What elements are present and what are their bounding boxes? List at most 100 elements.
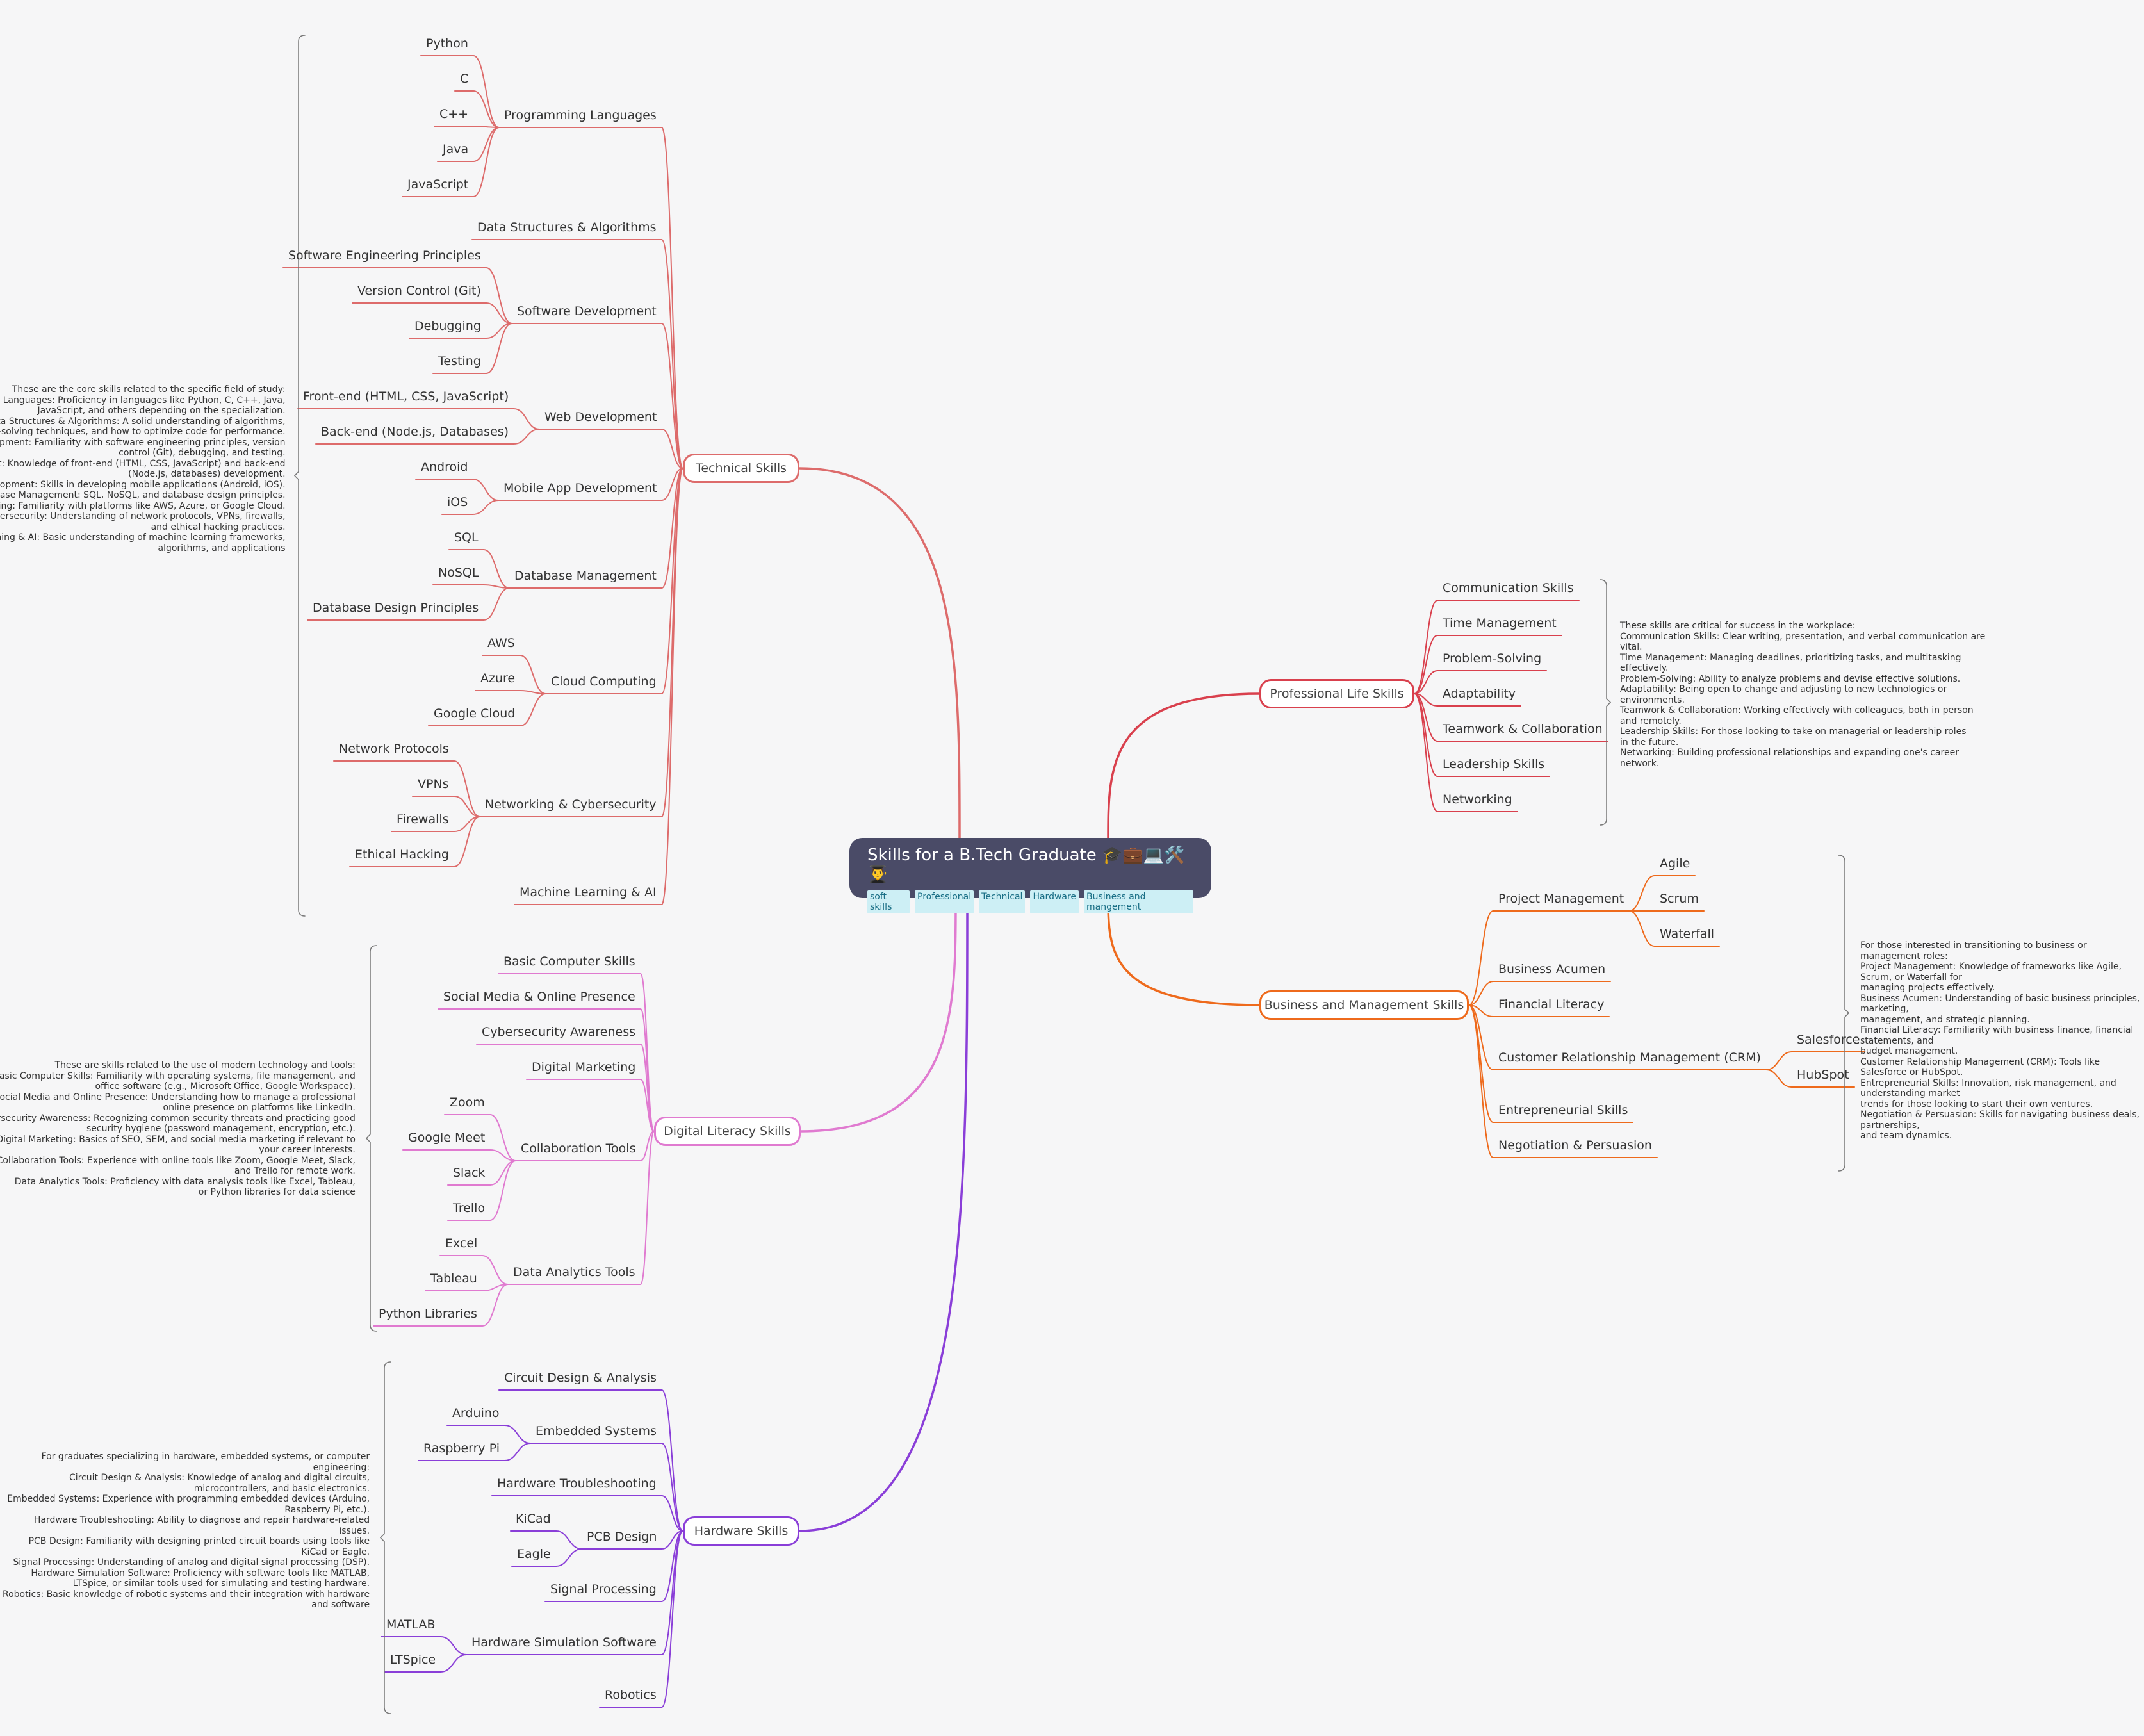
node-embedded-systems[interactable]: Embedded Systems [536,1424,657,1438]
branch-digital-literacy-skills[interactable]: Digital Literacy Skills [654,1117,801,1146]
leaf-version-control-git[interactable]: Version Control (Git) [357,284,481,298]
node-hardware-simulation-software[interactable]: Hardware Simulation Software [471,1635,657,1650]
leaf-ios[interactable]: iOS [447,495,468,509]
node-communication-skills[interactable]: Communication Skills [1443,581,1574,595]
leaf-vpns[interactable]: VPNs [418,777,449,791]
root-topic[interactable]: Skills for a B.Tech Graduate 🎓💼💻🛠️👨‍🎓 so… [849,838,1211,913]
leaf-sql[interactable]: SQL [454,530,479,545]
leaf-raspberry-pi[interactable]: Raspberry Pi [423,1441,500,1455]
node-teamwork-collaboration[interactable]: Teamwork & Collaboration [1443,722,1603,736]
leaf-arduino[interactable]: Arduino [452,1406,500,1420]
leaf-java[interactable]: Java [443,142,469,156]
leaf-eagle[interactable]: Eagle [517,1547,551,1561]
node-cloud-computing[interactable]: Cloud Computing [551,675,657,689]
leaf-salesforce[interactable]: Salesforce [1797,1033,1860,1047]
leaf-kicad[interactable]: KiCad [516,1512,551,1526]
node-web-development[interactable]: Web Development [544,410,657,424]
node-networking-cybersecurity[interactable]: Networking & Cybersecurity [485,798,657,812]
node-business-acumen[interactable]: Business Acumen [1498,962,1606,976]
leaf-firewalls[interactable]: Firewalls [397,812,449,826]
leaf-network-protocols[interactable]: Network Protocols [339,742,449,756]
link [473,55,500,128]
node-networking[interactable]: Networking [1443,792,1512,807]
leaf-android[interactable]: Android [421,460,468,474]
node-machine-learning-ai[interactable]: Machine Learning & AI [520,885,657,899]
node-financial-literacy[interactable]: Financial Literacy [1498,997,1605,1011]
link [472,500,499,515]
node-pcb-design[interactable]: PCB Design [587,1530,657,1544]
link [661,1530,683,1708]
branch-hardware-skills[interactable]: Hardware Skills [683,1516,799,1546]
link [640,1008,655,1132]
leaf-tableau[interactable]: Tableau [430,1272,477,1286]
leaf-excel[interactable]: Excel [445,1236,478,1250]
tag-hardware[interactable]: Hardware [1030,890,1079,913]
node-problem-solving[interactable]: Problem-Solving [1443,651,1542,666]
node-social-media-online-presence[interactable]: Social Media & Online Presence [443,990,635,1004]
node-database-management[interactable]: Database Management [514,569,657,583]
leaf-scrum[interactable]: Scrum [1660,892,1699,906]
node-programming-languages[interactable]: Programming Languages [504,108,657,122]
link [661,1530,683,1602]
leaf-aws[interactable]: AWS [487,636,515,650]
tag-technical[interactable]: Technical [979,890,1026,913]
leaf-nosql[interactable]: NoSQL [438,566,479,580]
branch-business-and-management-skills[interactable]: Business and Management Skills [1259,990,1469,1020]
node-software-development[interactable]: Software Development [517,304,657,318]
tag-professional[interactable]: Professional [915,890,974,913]
node-circuit-design-analysis[interactable]: Circuit Design & Analysis [504,1371,657,1385]
node-collaboration-tools[interactable]: Collaboration Tools [521,1142,636,1156]
node-hardware-troubleshooting[interactable]: Hardware Troubleshooting [497,1477,657,1491]
node-digital-marketing[interactable]: Digital Marketing [532,1060,636,1074]
node-project-management[interactable]: Project Management [1498,892,1624,906]
node-leadership-skills[interactable]: Leadership Skills [1443,757,1545,771]
link [1765,1069,1792,1088]
link [661,127,683,469]
branch-professional-life-skills[interactable]: Professional Life Skills [1259,679,1414,708]
leaf-back-end-node-js-databases[interactable]: Back-end (Node.js, Databases) [321,425,509,439]
link [472,479,499,501]
node-basic-computer-skills[interactable]: Basic Computer Skills [503,954,635,969]
branch-technical-skills[interactable]: Technical Skills [683,454,799,483]
node-customer-relationship-management-crm[interactable]: Customer Relationship Management (CRM) [1498,1051,1761,1065]
tag-business[interactable]: Business and mangement [1084,890,1193,913]
leaf-database-design-principles[interactable]: Database Design Principles [313,601,479,615]
link [1468,1004,1494,1017]
node-robotics[interactable]: Robotics [605,1688,657,1702]
leaf-zoom[interactable]: Zoom [450,1095,485,1110]
link [473,127,500,197]
leaf-google-meet[interactable]: Google Meet [408,1131,486,1145]
leaf-c[interactable]: C [460,72,469,86]
leaf-waterfall[interactable]: Waterfall [1660,927,1715,941]
leaf-c[interactable]: C++ [439,107,469,121]
leaf-agile[interactable]: Agile [1660,856,1690,871]
node-adaptability[interactable]: Adaptability [1443,687,1516,701]
leaf-hubspot[interactable]: HubSpot [1797,1068,1849,1082]
leaf-google-cloud[interactable]: Google Cloud [434,707,516,721]
node-data-structures-algorithms[interactable]: Data Structures & Algorithms [477,220,657,234]
link [486,267,512,324]
leaf-python-libraries[interactable]: Python Libraries [379,1307,477,1321]
node-data-analytics-tools[interactable]: Data Analytics Tools [513,1265,635,1279]
leaf-slack[interactable]: Slack [453,1166,486,1180]
tag-soft-skills[interactable]: soft skills [867,890,910,913]
leaf-software-engineering-principles[interactable]: Software Engineering Principles [288,249,481,263]
leaf-ltspice[interactable]: LTSpice [390,1653,436,1667]
link [661,468,683,817]
node-negotiation-persuasion[interactable]: Negotiation & Persuasion [1498,1138,1652,1152]
leaf-ethical-hacking[interactable]: Ethical Hacking [355,848,449,862]
leaf-debugging[interactable]: Debugging [414,319,481,333]
leaf-trello[interactable]: Trello [453,1201,486,1215]
node-signal-processing[interactable]: Signal Processing [550,1582,657,1596]
leaf-python[interactable]: Python [426,37,468,51]
leaf-testing[interactable]: Testing [438,354,481,368]
node-entrepreneurial-skills[interactable]: Entrepreneurial Skills [1498,1103,1628,1117]
node-mobile-app-development[interactable]: Mobile App Development [503,481,657,495]
node-time-management[interactable]: Time Management [1443,616,1557,630]
leaf-matlab[interactable]: MATLAB [386,1617,436,1632]
leaf-front-end-html-css-javascript[interactable]: Front-end (HTML, CSS, JavaScript) [303,389,509,404]
leaf-javascript[interactable]: JavaScript [407,177,469,192]
node-cybersecurity-awareness[interactable]: Cybersecurity Awareness [482,1025,635,1039]
leaf-azure[interactable]: Azure [480,671,516,685]
